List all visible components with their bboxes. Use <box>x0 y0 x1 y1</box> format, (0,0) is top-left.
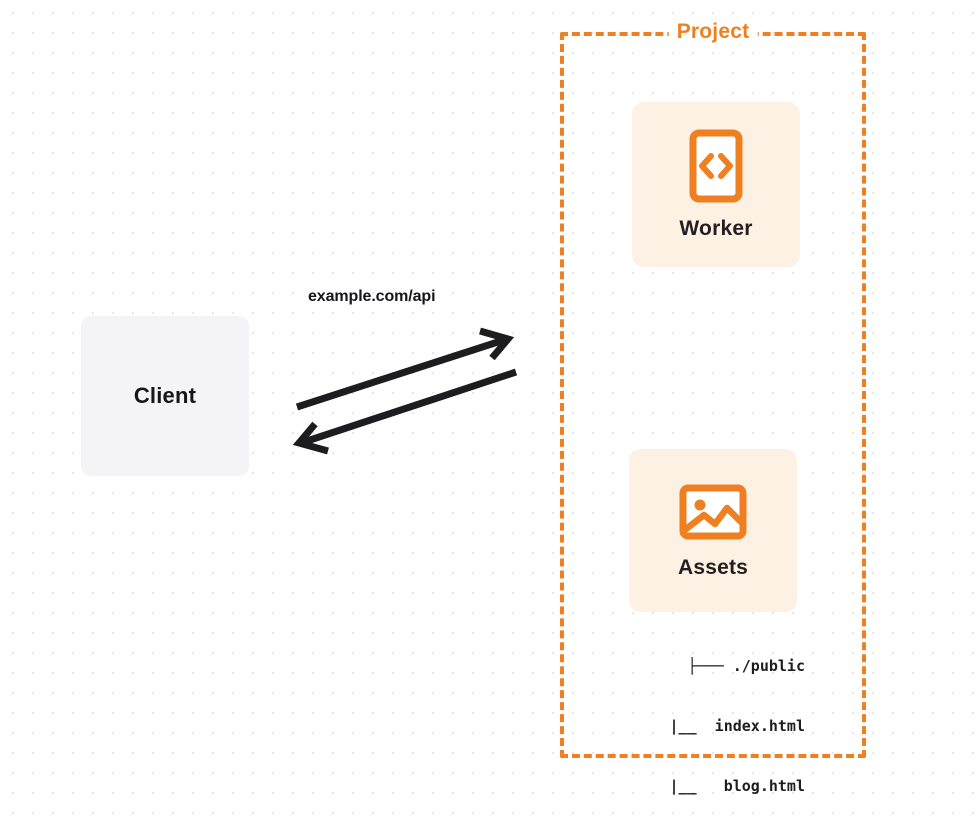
node-assets-label: Assets <box>677 555 749 579</box>
file-tree-row: |__ blog.html <box>642 777 805 795</box>
arrow-response-line <box>302 368 518 446</box>
project-title: Project <box>668 20 758 44</box>
file-tree-row: ├─── ./public <box>687 657 805 675</box>
node-worker-label: Worker <box>679 216 753 240</box>
node-client-label: Client <box>133 383 197 408</box>
node-client[interactable]: Client <box>81 316 249 476</box>
project-container: Project <box>560 20 866 758</box>
arrow-request-head <box>479 327 515 361</box>
image-icon <box>679 484 747 539</box>
edge-label-api: example.com/api <box>308 288 436 305</box>
file-tree: ├─── ./public |__ index.html |__ blog.ht… <box>600 616 805 818</box>
arrow-request-line <box>295 336 506 411</box>
node-assets[interactable]: Assets <box>629 449 797 612</box>
node-worker[interactable]: Worker <box>632 102 800 267</box>
code-brackets-icon <box>689 129 743 202</box>
arrow-response-head <box>292 421 329 455</box>
file-tree-row: |__ index.html <box>642 717 805 735</box>
